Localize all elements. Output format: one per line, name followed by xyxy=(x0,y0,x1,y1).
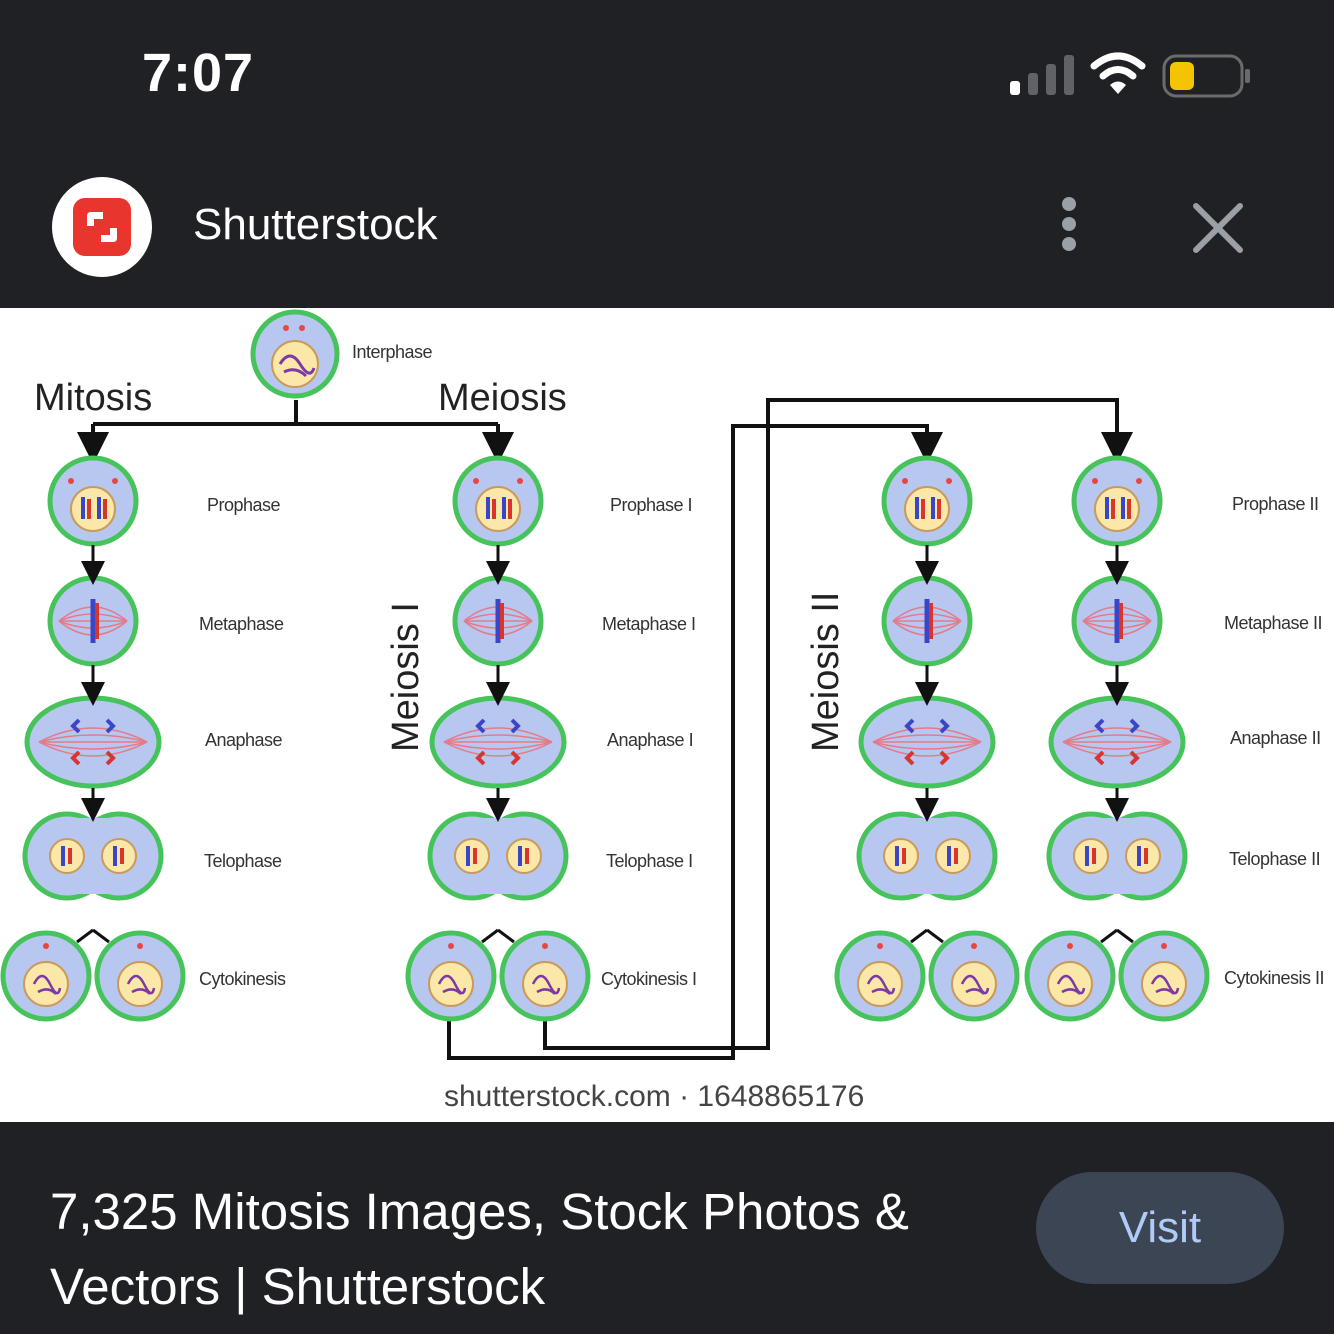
source-header: Shutterstock xyxy=(0,150,1334,308)
metaphase-cell xyxy=(452,575,544,667)
stage-label: Cytokinesis I xyxy=(601,969,697,989)
image-preview[interactable]: Interphase Mitosis Meiosis Meiosis I Mei… xyxy=(0,308,1334,1122)
stage-label: Anaphase xyxy=(205,730,283,750)
source-name[interactable]: Shutterstock xyxy=(193,200,438,249)
cytokinesis-cells xyxy=(834,928,1020,1022)
meiosis-1-stage-labels: Prophase I Metaphase I Anaphase I Teloph… xyxy=(601,495,697,989)
stage-label: Prophase II xyxy=(1232,494,1319,514)
prophase-cell xyxy=(452,455,544,547)
telophase-cell xyxy=(1046,811,1188,901)
more-vert-icon[interactable] xyxy=(1046,192,1092,264)
signal-icon xyxy=(1010,55,1074,95)
prophase-cell xyxy=(47,455,139,547)
anaphase-cell xyxy=(24,695,162,789)
stage-label: Telophase I xyxy=(606,851,693,871)
anaphase-cell xyxy=(858,695,996,789)
cytokinesis-cells xyxy=(0,928,186,1022)
anaphase-cell xyxy=(429,695,567,789)
metaphase-cell xyxy=(1071,575,1163,667)
stage-label: Anaphase I xyxy=(607,730,693,750)
branch-label-meiosis-2: Meiosis II xyxy=(805,592,847,752)
stage-label: Telophase xyxy=(204,851,282,871)
close-icon[interactable] xyxy=(1188,198,1248,258)
mitosis-stage-labels: Prophase Metaphase Anaphase Telophase Cy… xyxy=(199,495,287,989)
image-watermark: shutterstock.com · 1648865176 xyxy=(444,1080,864,1113)
wifi-icon xyxy=(1090,52,1146,94)
telophase-cell xyxy=(22,811,164,901)
prophase-cell xyxy=(881,455,973,547)
branch-label-meiosis-1: Meiosis I xyxy=(385,602,427,752)
stage-label: Prophase xyxy=(207,495,281,515)
interphase-cell xyxy=(250,309,340,399)
branch-label-mitosis: Mitosis xyxy=(34,377,152,419)
telophase-cell xyxy=(856,811,998,901)
shutterstock-logo-icon[interactable] xyxy=(52,177,152,277)
stage-label: Metaphase I xyxy=(602,614,696,634)
stage-label: Prophase I xyxy=(610,495,692,515)
status-bar: 7:07 xyxy=(0,0,1334,150)
cell-division-diagram: Interphase Mitosis Meiosis Meiosis I Mei… xyxy=(0,309,1325,1113)
visit-button[interactable]: Visit xyxy=(1036,1172,1284,1284)
stage-label: Anaphase II xyxy=(1230,728,1321,748)
telophase-cell xyxy=(427,811,569,901)
cytokinesis-cells xyxy=(405,928,591,1022)
prophase-cell xyxy=(1071,455,1163,547)
meiosis-2-stage-labels: Prophase II Metaphase II Anaphase II Tel… xyxy=(1224,494,1325,988)
cytokinesis-cells xyxy=(1024,928,1210,1022)
metaphase-cell xyxy=(881,575,973,667)
diagram-connectors xyxy=(77,398,1133,1060)
stage-label: Metaphase xyxy=(199,614,284,634)
branch-label-meiosis: Meiosis xyxy=(438,377,567,419)
battery-icon xyxy=(1162,54,1250,98)
stage-label: Cytokinesis xyxy=(199,969,286,989)
result-title[interactable]: 7,325 Mitosis Images, Stock Photos & Vec… xyxy=(50,1183,909,1315)
stage-label: Telophase II xyxy=(1229,849,1320,869)
result-caption-bar: 7,325 Mitosis Images, Stock Photos & Vec… xyxy=(0,1122,1334,1334)
stage-label: Metaphase II xyxy=(1224,613,1322,633)
status-time: 7:07 xyxy=(142,43,255,103)
metaphase-cell xyxy=(47,575,139,667)
stage-label: Cytokinesis II xyxy=(1224,968,1324,988)
anaphase-cell xyxy=(1048,695,1186,789)
stage-label-interphase: Interphase xyxy=(352,342,433,362)
